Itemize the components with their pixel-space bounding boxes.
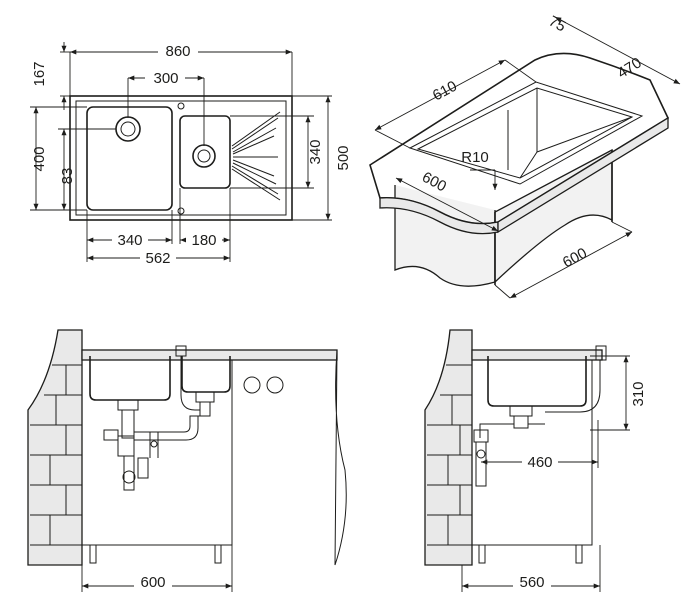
drainer-grooves (231, 111, 281, 201)
dim-top-offset: 167 (31, 61, 48, 86)
sink-inner-rim (75, 100, 287, 216)
dim-cutout-width: 610 (430, 78, 460, 105)
dim-small-bowl-width: 180 (191, 232, 216, 249)
dim-drain-depth: 460 (527, 454, 552, 471)
control-knob (243, 376, 261, 394)
dim-bowl-height: 310 (630, 381, 647, 406)
side-countertop (471, 349, 603, 361)
dim-front-cabinet-width: 600 (140, 574, 165, 591)
dim-bowl-width: 340 (117, 232, 142, 249)
side-bowl (487, 356, 587, 407)
dim-bowl-spacing: 300 (153, 70, 178, 87)
dim-ledge: 75 (546, 13, 569, 36)
small-bowl (179, 115, 231, 189)
dim-overall-depth: 500 (335, 145, 352, 170)
tap-hole (177, 102, 185, 110)
front-plumbing (103, 391, 215, 491)
front-countertop (81, 349, 338, 361)
large-bowl-drain (115, 116, 141, 142)
dim-cabinet-min: 562 (145, 250, 170, 267)
large-bowl (86, 106, 173, 211)
dim-overall-width: 860 (165, 43, 190, 60)
front-view: 600 (27, 329, 347, 592)
side-cabinet (471, 359, 593, 546)
front-small-bowl (181, 356, 231, 393)
side-view: 310 460 560 (424, 329, 647, 592)
perspective-view: 610 75 470 R10 600 600 (369, 13, 681, 299)
dim-cabinet-depth: 560 (519, 574, 544, 591)
small-bowl-drain (192, 144, 216, 168)
brick-wall-left (27, 329, 83, 566)
dim-drain-offset: 83 (59, 168, 76, 185)
dim-cabinet-width: 600 (560, 245, 590, 272)
front-cabinet (81, 359, 233, 546)
sink-outline (69, 95, 293, 221)
side-plumbing (473, 405, 545, 487)
dim-bowl-depth: 400 (31, 146, 48, 171)
control-knob (266, 376, 284, 394)
dim-corner-radius: R10 (461, 149, 489, 166)
dim-inner-width: 600 (419, 169, 449, 196)
overflow-hole (177, 207, 185, 215)
dim-small-bowl-depth: 340 (307, 139, 324, 164)
top-view: 860 300 167 400 83 500 340 340 180 562 (30, 42, 352, 267)
front-large-bowl (89, 356, 171, 401)
dim-cutout-depth: 470 (614, 54, 644, 82)
